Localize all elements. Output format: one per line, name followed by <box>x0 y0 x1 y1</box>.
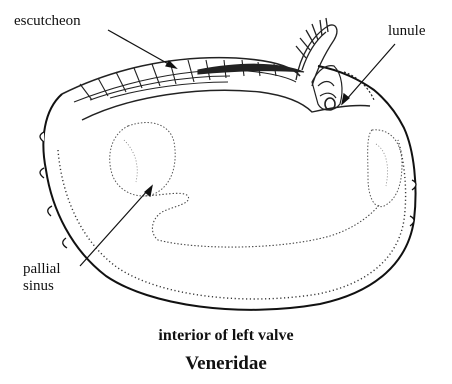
pallial-label-line2: sinus <box>23 278 61 295</box>
family-name: Veneridae <box>0 353 452 375</box>
posterior-adductor-scar <box>110 123 175 196</box>
pallial-label-line1: pallial <box>23 261 61 278</box>
anterior-adductor-scar <box>368 130 402 207</box>
pallial-sinus-label: pallial sinus <box>23 261 61 295</box>
inner-margin <box>58 140 406 299</box>
hinge-line <box>82 90 370 120</box>
escutcheon-region <box>62 58 304 102</box>
lunule-label: lunule <box>388 23 426 40</box>
escutcheon-label: escutcheon <box>14 13 81 30</box>
margin-crenulations <box>40 132 416 248</box>
figure-caption: interior of left valve <box>0 327 452 345</box>
umbo <box>296 18 337 86</box>
pallial-line-sinus <box>142 193 380 247</box>
shell-outline <box>43 66 415 310</box>
